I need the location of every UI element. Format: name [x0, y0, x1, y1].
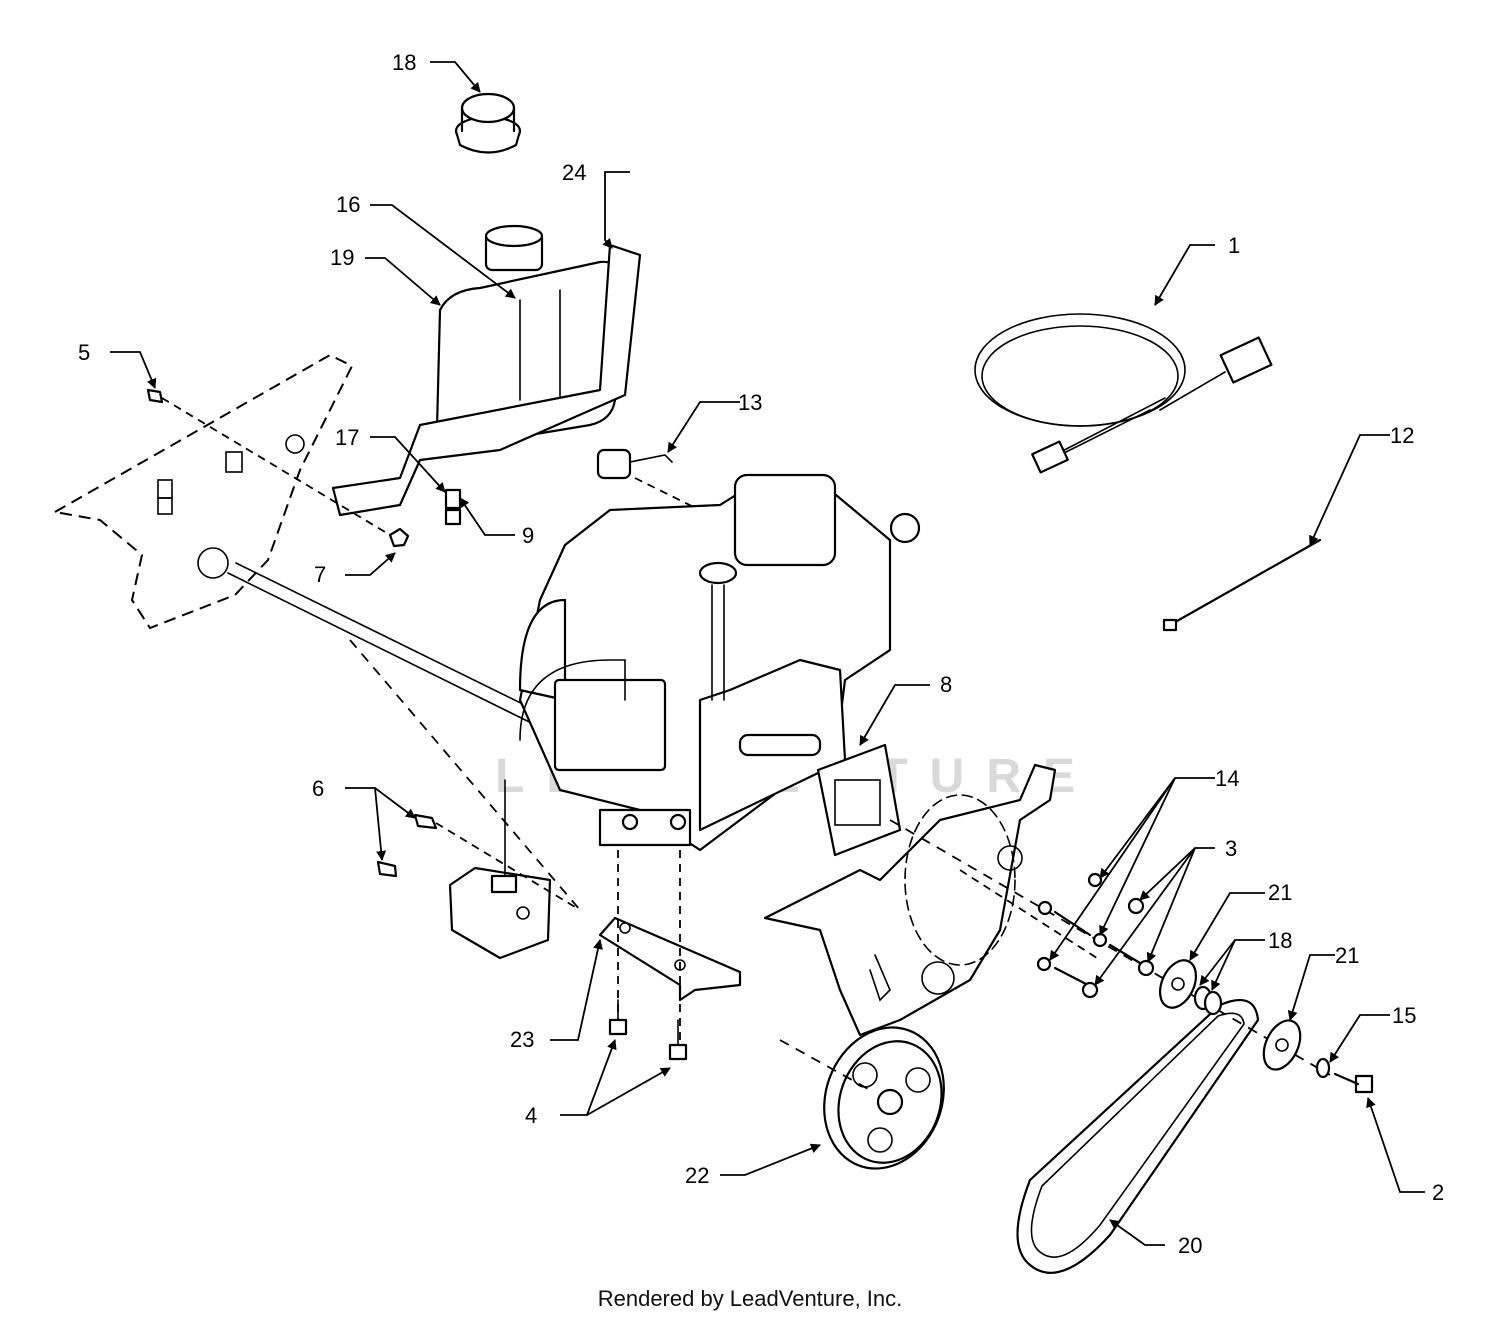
callout-15: 18	[1268, 928, 1292, 953]
wire-tie	[1162, 538, 1322, 632]
callout-20: 20	[1178, 1233, 1202, 1258]
callout-21b: 21	[1335, 943, 1359, 968]
fuel-cap	[454, 92, 522, 154]
small-fasteners	[146, 388, 462, 548]
callout-19: 19	[330, 245, 354, 270]
callout-7: 7	[314, 562, 326, 587]
drive-belt	[1016, 998, 1260, 1274]
engine	[518, 473, 921, 852]
callout-6: 6	[312, 776, 324, 801]
left-side-panel	[52, 353, 354, 630]
callout-17: 17	[335, 425, 359, 450]
power-cord	[974, 313, 1273, 474]
callout-13: 14	[1215, 766, 1239, 791]
callout-16: 16	[336, 192, 360, 217]
starter-switch	[596, 448, 721, 521]
callout-23: 23	[510, 1027, 534, 1052]
drive-pulley	[779, 1026, 945, 1170]
callout-22: 22	[685, 1163, 709, 1188]
callout-2: 2	[1432, 1180, 1444, 1205]
callout-21a: 21	[1268, 880, 1292, 905]
callout-1: 1	[1228, 233, 1240, 258]
callout-12: 13	[738, 390, 762, 415]
callout-4: 4	[525, 1103, 537, 1128]
callout-14: 15	[1392, 1003, 1416, 1028]
callout-9: 9	[522, 523, 534, 548]
right-frame-plate	[763, 763, 1057, 1037]
callout-leaders	[110, 61, 1425, 1246]
switch-box	[376, 779, 581, 960]
callout-18: 18	[392, 50, 416, 75]
mounting-bracket	[598, 850, 742, 1040]
callout-10: 12	[1390, 423, 1414, 448]
tank-bracket	[331, 243, 642, 517]
callout-5: 5	[78, 340, 90, 365]
bearing-housing	[816, 743, 902, 857]
callout-8: 8	[940, 672, 952, 697]
hardware-set	[889, 819, 1374, 1094]
callout-24: 24	[562, 160, 586, 185]
footer-credit: Rendered by LeadVenture, Inc.	[597, 1286, 903, 1311]
callout-3: 3	[1225, 836, 1237, 861]
bolt-pair	[608, 999, 688, 1061]
callout-labels: 18 24 16 19 1 5 13 12 17 9 7 8 14 6 3 21…	[78, 50, 1444, 1258]
